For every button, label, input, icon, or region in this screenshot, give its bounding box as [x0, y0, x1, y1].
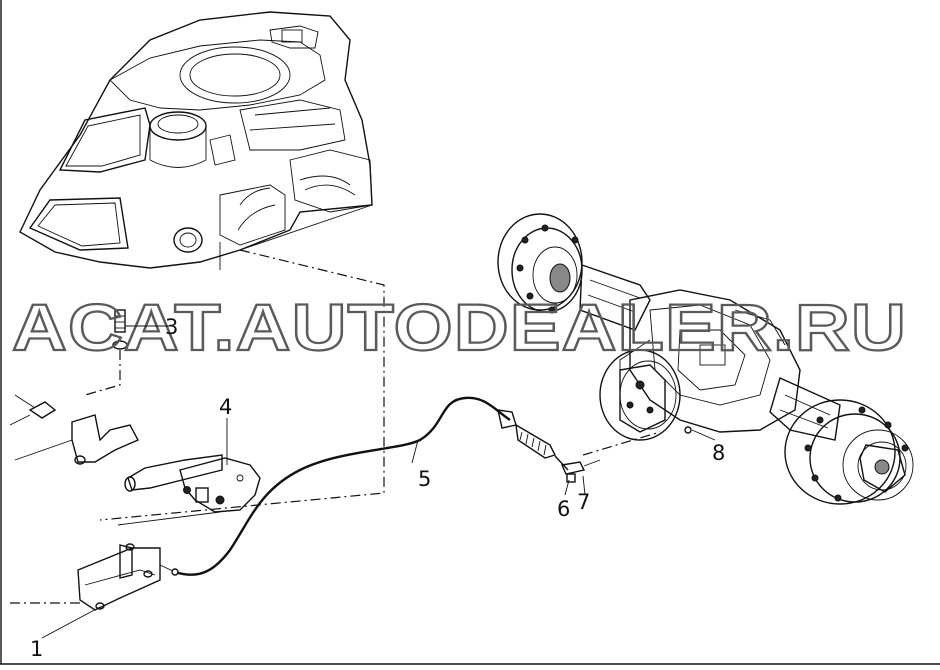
bolt-washer-part — [112, 309, 128, 350]
cab-hood-assembly — [19, 11, 373, 270]
callout-6: 6 — [557, 497, 570, 521]
brake-cable-part — [171, 396, 569, 576]
callout-8: 8 — [712, 441, 725, 465]
clevis-nut-part — [560, 459, 601, 483]
callout-4: 4 — [219, 395, 232, 419]
callout-leaders — [41, 325, 716, 639]
handbrake-lever-part — [9, 394, 261, 526]
callout-7: 7 — [577, 490, 590, 514]
watermark-text: ACAT.AUTODEALER.RU — [12, 290, 907, 364]
callout-3: 3 — [165, 315, 178, 339]
callout-1: 1 — [30, 637, 43, 661]
callout-5: 5 — [418, 467, 431, 491]
mounting-base-part — [77, 543, 176, 611]
assembly-leader-lines — [10, 249, 661, 604]
drive-axle-assembly — [497, 213, 914, 505]
